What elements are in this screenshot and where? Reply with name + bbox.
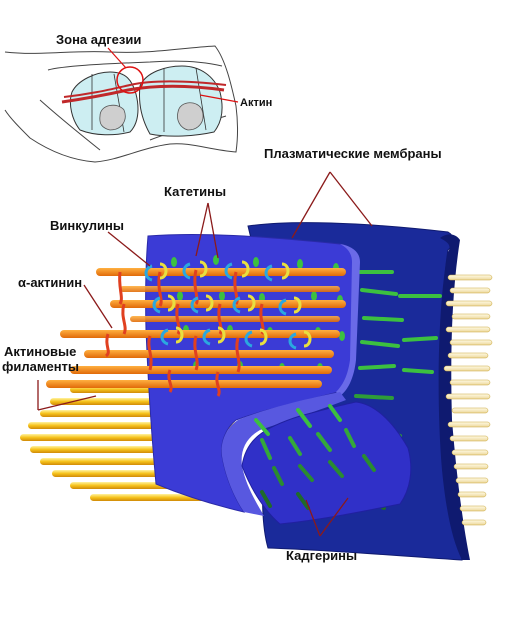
actin-filaments-label-line2: филаменты [2, 359, 79, 374]
adhesion-zone-circle [116, 66, 144, 94]
cadherins-label: Кадгерины [286, 548, 357, 563]
actin-filaments-front [46, 268, 346, 388]
vinculins [144, 262, 297, 350]
actin-label: Актин [240, 97, 272, 109]
front-membrane-lower [241, 401, 412, 525]
alpha-actinin-label: α-актинин [18, 275, 82, 290]
plasma-membranes-label: Плазматические мембраны [264, 146, 442, 161]
catenins [159, 260, 312, 348]
actin-filaments-label-line1: Актиновые [4, 344, 76, 359]
pale-filaments-right [443, 274, 493, 526]
cell-sketch-inset [4, 45, 239, 163]
adhesion-zone-label: Зона адгезии [56, 32, 141, 47]
cadherins-lower [254, 404, 376, 510]
alpha-actinin-links [104, 269, 265, 397]
pointer-lines [37, 171, 373, 537]
vinculins-label: Винкулины [50, 218, 124, 233]
catenins-label: Катетины [164, 184, 226, 199]
